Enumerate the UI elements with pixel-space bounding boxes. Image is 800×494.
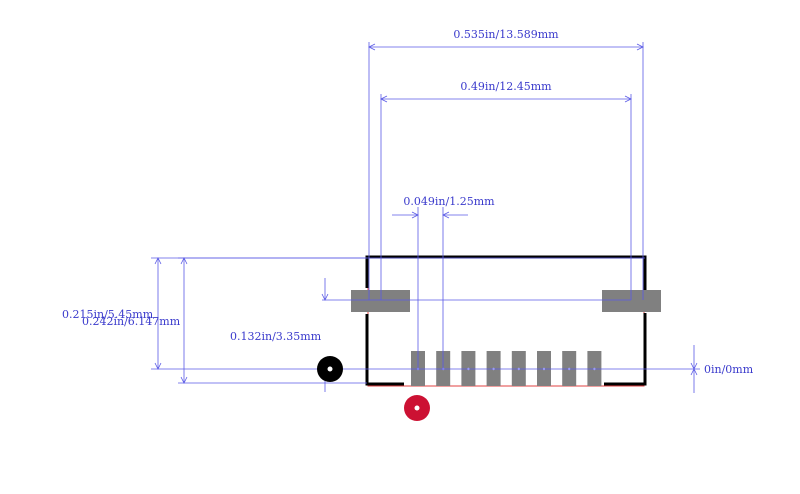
overall-width-label: 0.535in/13.589mm [453, 28, 559, 41]
dimension-arrows [154, 43, 698, 384]
signal-pads [411, 351, 602, 386]
dimension-lines [151, 42, 700, 393]
height-b-label: 0.242in/6.147mm [82, 315, 181, 328]
pin1-marker-icon [404, 395, 430, 421]
inner-width-label: 0.49in/12.45mm [460, 80, 552, 93]
courtyard-outline [367, 257, 645, 387]
origin-marker-icon [317, 356, 343, 382]
pitch-label: 0.049in/1.25mm [403, 195, 495, 208]
offset-label: 0.132in/3.35mm [230, 330, 322, 343]
mounting-pad-right [602, 290, 661, 312]
height-a-label: 0.215in/5.45mm [62, 308, 154, 321]
origin-label: 0in/0mm [704, 363, 754, 376]
mounting-pad-left [351, 290, 410, 312]
component-outline [365, 255, 647, 386]
